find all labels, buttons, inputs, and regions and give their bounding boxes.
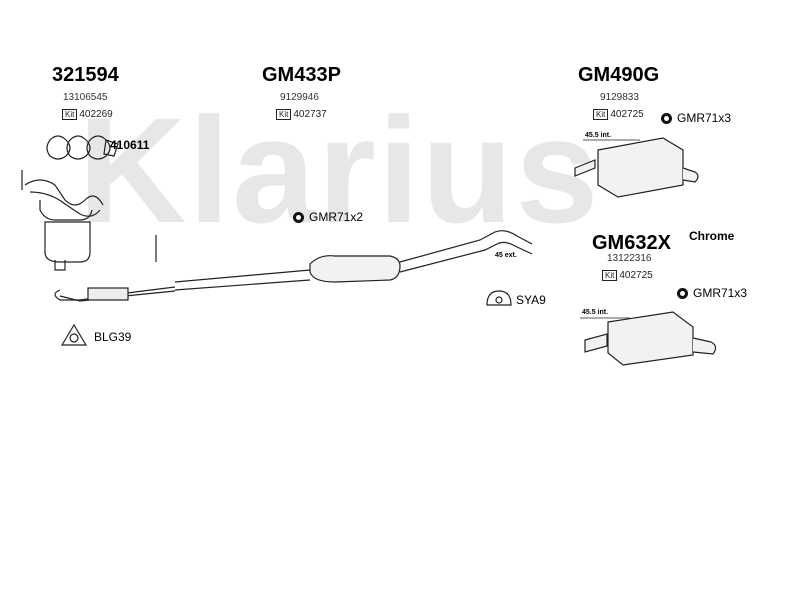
dimension-rear-bottom: 45.5 int.: [582, 309, 609, 316]
part-number-GM433P: GM433P: [262, 64, 341, 86]
gasket-set-drawing: [46, 135, 119, 160]
dimension-rear-top: 45.5 int.: [585, 132, 612, 139]
rubber-mount-icon: [677, 287, 688, 299]
gasket-set-number: 410611: [110, 138, 150, 152]
mount-rear-top-label: GMR71x3: [661, 111, 731, 125]
mount-mid-label: GMR71x2: [293, 210, 363, 224]
flange-label: BLG39: [94, 330, 131, 344]
oem-number-13122316: 13122316: [607, 253, 652, 264]
brand-watermark: Klarius: [78, 86, 601, 254]
front-pipe-drawing: [54, 235, 311, 302]
oem-number-13106545: 13106545: [63, 92, 108, 103]
mount-rear-top-number: GMR71x3: [677, 111, 732, 125]
oem-number-9129833: 9129833: [600, 92, 639, 103]
manifold-catalyst-drawing: [21, 170, 104, 271]
chrome-finish-label: Chrome: [689, 229, 735, 243]
kit-number-402737: Kit 402737: [276, 109, 327, 120]
hanger-drawing: [486, 290, 512, 306]
dimension-mid: 45 ext.: [495, 252, 517, 259]
hanger-number: SYA9: [516, 293, 546, 307]
mount-rear-bottom-label: GMR71x3: [677, 286, 747, 300]
middle-silencer-drawing: [309, 230, 533, 283]
kit-badge: Kit: [62, 109, 78, 120]
part-number-GM632X: GM632X: [592, 232, 671, 254]
part-number-321594: 321594: [52, 64, 119, 86]
kit-number-402725: Kit 402725: [593, 109, 644, 120]
kit-value: 402725: [619, 270, 653, 281]
rubber-mount-icon: [661, 112, 672, 124]
kit-number-402269: Kit 402269: [62, 109, 113, 120]
gasket-set-label: 410611: [110, 138, 149, 152]
mount-mid-number: GMR71x2: [309, 210, 364, 224]
kit-badge: Kit: [276, 109, 292, 120]
kit-value: 402725: [610, 109, 644, 120]
kit-badge: Kit: [602, 270, 618, 281]
flange-number: BLG39: [94, 330, 132, 344]
rubber-mount-icon: [293, 211, 304, 223]
mount-rear-bottom-number: GMR71x3: [693, 286, 748, 300]
hanger-label: SYA9: [516, 293, 546, 307]
part-number-GM490G: GM490G: [578, 64, 660, 86]
rear-silencer-bottom-drawing: [580, 311, 717, 366]
kit-badge: Kit: [593, 109, 609, 120]
kit-number-402725-b: Kit 402725: [602, 270, 653, 281]
oem-number-9129946: 9129946: [280, 92, 319, 103]
rear-silencer-top-drawing: [574, 137, 699, 198]
flange-drawing: [60, 323, 88, 346]
kit-value: 402269: [79, 109, 113, 120]
kit-value: 402737: [293, 109, 327, 120]
